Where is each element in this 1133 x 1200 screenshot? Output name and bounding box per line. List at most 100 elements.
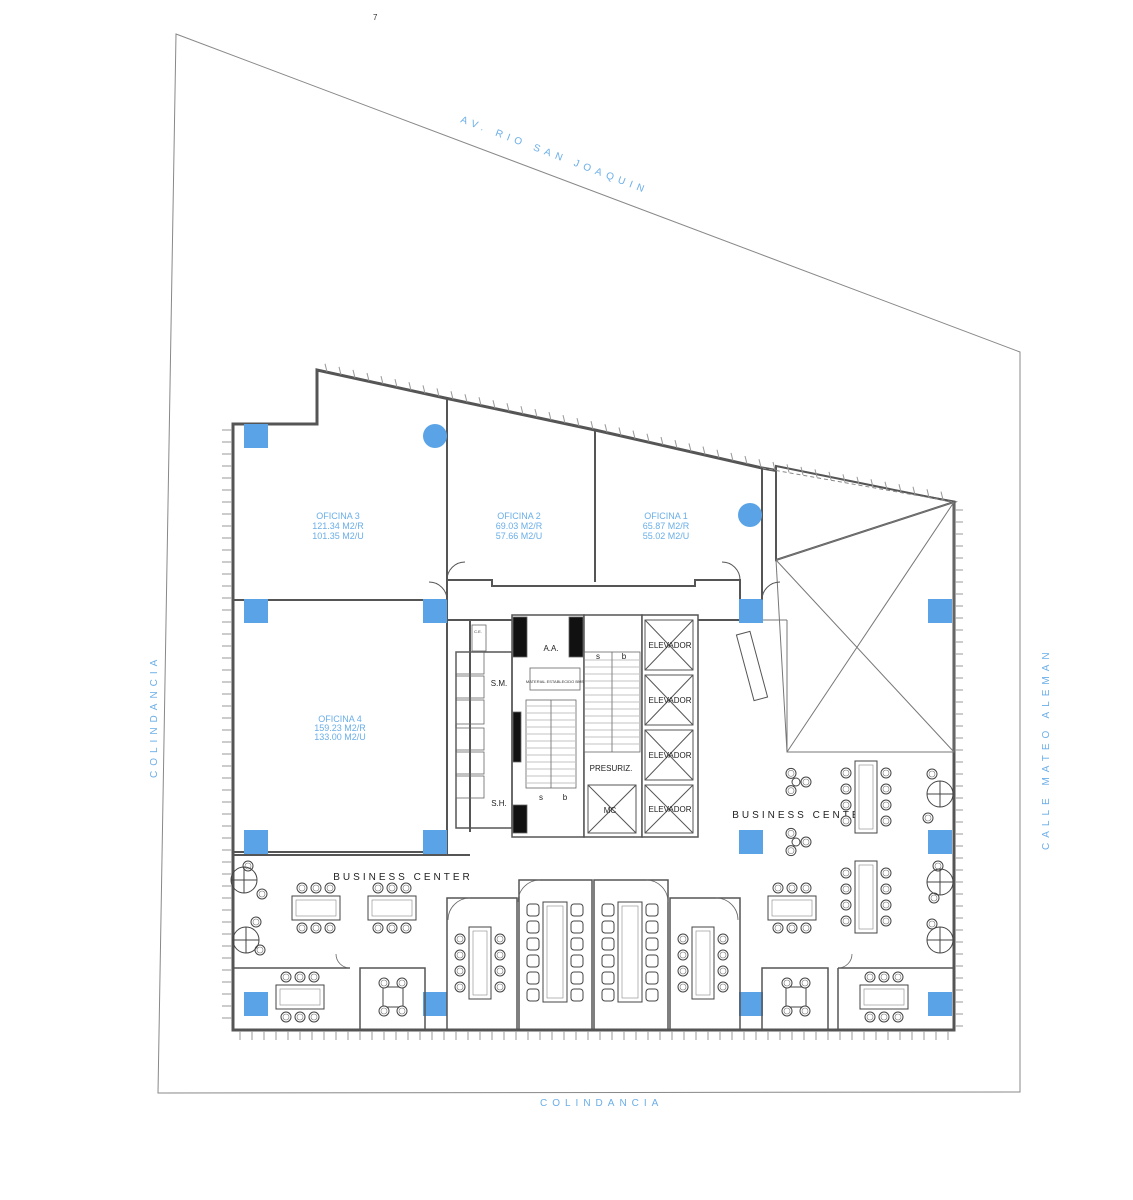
- tick: [576, 417, 580, 427]
- chair: [717, 965, 729, 977]
- tick: [674, 440, 678, 449]
- chair: [526, 920, 540, 934]
- chair: [526, 937, 540, 951]
- table-inner: [546, 905, 564, 999]
- chair: [570, 903, 584, 917]
- chair: [310, 922, 322, 934]
- chair: [494, 949, 506, 961]
- table: [542, 901, 568, 1003]
- chair: [400, 882, 412, 894]
- chair: [296, 882, 308, 894]
- tick: [422, 385, 426, 394]
- chair: [840, 783, 852, 795]
- chair: [677, 965, 689, 977]
- chair: [864, 971, 876, 983]
- table-inner: [371, 899, 413, 917]
- office-walls: [233, 398, 763, 856]
- structural-columns: [244, 424, 952, 1016]
- round-table: [232, 926, 260, 954]
- chair: [677, 949, 689, 961]
- chair: [254, 944, 266, 956]
- atrium-void: [762, 501, 955, 753]
- chair: [494, 981, 506, 993]
- elevator-label-3: ELEVADOR: [649, 751, 692, 760]
- office-2-label: OFICINA 2 69.03 M2/R 57.66 M2/U: [496, 511, 543, 541]
- chair: [454, 981, 466, 993]
- chair: [308, 1011, 320, 1023]
- table: [854, 860, 878, 934]
- tick: [716, 449, 720, 458]
- table-inner: [858, 864, 874, 930]
- office-4-label: OFICINA 4 159.23 M2/R 133.00 M2/U: [314, 714, 366, 742]
- sh-label: S.H.: [491, 799, 507, 808]
- tick: [912, 486, 916, 495]
- elevator-label-1: ELEVADOR: [649, 641, 692, 650]
- tick: [940, 491, 944, 500]
- table-inner: [863, 988, 905, 1006]
- tick: [744, 455, 748, 465]
- sm-label: S.M.: [491, 679, 507, 688]
- chair: [677, 933, 689, 945]
- round-table: [926, 868, 954, 896]
- chair: [840, 915, 852, 927]
- chair: [785, 827, 797, 839]
- chair: [800, 836, 812, 848]
- chair: [840, 899, 852, 911]
- chair: [378, 1005, 390, 1017]
- tick: [590, 420, 594, 430]
- chair: [526, 954, 540, 968]
- ce-label: C.E.: [474, 629, 482, 634]
- chair: [840, 767, 852, 779]
- stair-s-label-2: s: [596, 652, 600, 661]
- table: [617, 901, 643, 1003]
- chair: [400, 922, 412, 934]
- chair: [880, 915, 892, 927]
- stair-b-label-1: b: [563, 793, 568, 802]
- core-details: [455, 616, 641, 834]
- chair: [840, 799, 852, 811]
- table: [291, 895, 341, 921]
- chair: [645, 954, 659, 968]
- chair: [324, 922, 336, 934]
- chair: [878, 1011, 890, 1023]
- chair: [880, 799, 892, 811]
- chair: [454, 965, 466, 977]
- svg-text:OFICINA 3: OFICINA 3: [316, 511, 360, 521]
- round-table: [926, 780, 954, 808]
- tick: [324, 363, 328, 372]
- table: [859, 984, 909, 1010]
- chair: [800, 882, 812, 894]
- elevators: [587, 619, 694, 834]
- chair: [800, 922, 812, 934]
- table: [275, 984, 325, 1010]
- table-inner: [472, 930, 488, 996]
- table-inner: [621, 905, 639, 999]
- chair: [772, 922, 784, 934]
- tick: [870, 479, 874, 488]
- tick: [436, 388, 440, 397]
- chair: [645, 920, 659, 934]
- chair: [645, 971, 659, 985]
- chair: [601, 920, 615, 934]
- chair: [645, 903, 659, 917]
- corner-mark: 7: [373, 13, 378, 22]
- site-boundary: [157, 33, 1021, 1094]
- elevator-label-4: ELEVADOR: [649, 805, 692, 814]
- tick: [548, 412, 552, 421]
- chair: [396, 1005, 408, 1017]
- tick: [604, 424, 608, 433]
- round-table: [926, 926, 954, 954]
- tick: [646, 433, 650, 442]
- lounge-table: [791, 837, 801, 847]
- svg-text:159.23 M2/R: 159.23 M2/R: [314, 723, 366, 733]
- stair-s-label-1: s: [539, 793, 543, 802]
- chair: [570, 937, 584, 951]
- chair: [570, 988, 584, 1002]
- chair: [372, 882, 384, 894]
- tick: [380, 375, 384, 385]
- chair: [526, 971, 540, 985]
- svg-text:OFICINA 2: OFICINA 2: [497, 511, 541, 521]
- tick: [786, 464, 790, 473]
- tick: [898, 484, 902, 493]
- chair: [601, 988, 615, 1002]
